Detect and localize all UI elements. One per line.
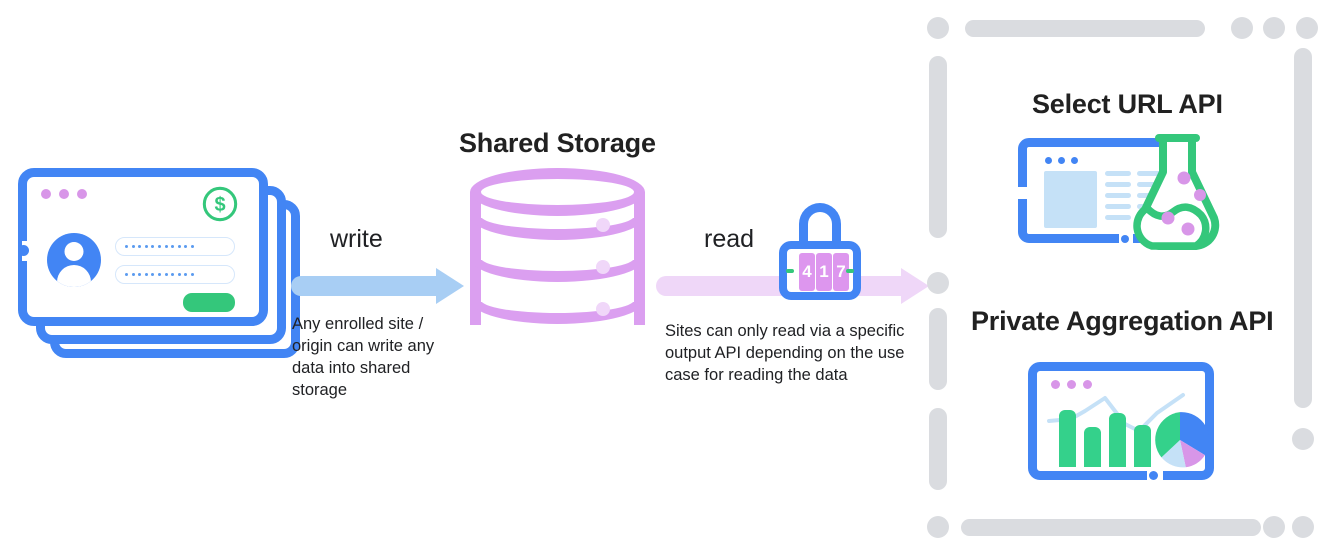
padlock-shackle	[799, 203, 841, 251]
mini-dot-2	[1058, 157, 1065, 164]
panel-border-top-dot-2	[1231, 17, 1253, 39]
write-label-wrapper: write	[330, 225, 383, 254]
select-url-api-title: Select URL API	[1032, 89, 1223, 119]
panel-border-left-dash-2	[929, 308, 947, 390]
svg-text:$: $	[214, 194, 225, 216]
shared-storage-title: Shared Storage	[459, 128, 656, 158]
mini-window-left-gap	[1017, 187, 1029, 199]
panel-border-left-dash-3	[929, 408, 947, 490]
flask-icon	[1133, 134, 1220, 250]
panel-border-top-dot-4	[1296, 17, 1318, 39]
panel-border-bottom-dot-1	[927, 516, 949, 538]
window-dot-3	[77, 189, 87, 199]
panel-border-left-dot	[927, 272, 949, 294]
panel-border-right-dot-1	[1292, 428, 1314, 450]
write-label: write	[330, 225, 383, 253]
text-line-5	[1105, 193, 1131, 198]
content-block	[1044, 171, 1097, 228]
window-dot-1	[41, 189, 51, 199]
write-caption: Any enrolled site / origin can write any…	[292, 315, 435, 400]
pie-chart	[1155, 412, 1209, 468]
text-line-4	[1137, 182, 1163, 187]
panel-border-top-dot-1	[927, 17, 949, 39]
username-field[interactable]	[115, 237, 235, 256]
cylinder-ring-top	[470, 168, 645, 216]
text-line-1	[1105, 171, 1131, 176]
dial-tick-right	[846, 269, 854, 273]
window-traffic-dots	[41, 189, 87, 199]
cylinder-disc-1	[596, 218, 610, 232]
browser-window-with-flask-icon	[1017, 134, 1223, 250]
read-label-wrapper: read	[704, 225, 754, 254]
panel-border-left-dash-1	[929, 56, 947, 238]
bar-3	[1109, 413, 1126, 467]
combination-padlock-icon: 4 1 7	[779, 203, 861, 300]
dial-digit-1: 4	[799, 253, 815, 291]
avatar-body	[57, 265, 91, 287]
panel-border-right-dash	[1294, 48, 1312, 408]
bar-1	[1059, 410, 1076, 467]
chart-window-dots	[1051, 380, 1092, 389]
private-aggregation-api-title: Private Aggregation API	[971, 306, 1274, 336]
window-dot-2	[59, 189, 69, 199]
password-field[interactable]	[115, 265, 235, 284]
mini-dot-1	[1045, 157, 1052, 164]
output-apis-panel	[918, 8, 1323, 546]
chart-dot-1	[1051, 380, 1060, 389]
chart-browser-window	[1028, 362, 1214, 481]
panel-border-bottom-dot-2	[1263, 516, 1285, 538]
mini-dot-3	[1071, 157, 1078, 164]
chart-window-bottom-dot	[1149, 470, 1158, 480]
read-caption: Sites can only read via a specific outpu…	[665, 322, 905, 385]
cylinder-disc-3	[596, 302, 610, 316]
avatar-head	[64, 242, 84, 261]
avatar	[47, 233, 101, 287]
text-line-2	[1137, 171, 1163, 176]
write-arrow	[291, 268, 471, 304]
write-arrow-head	[436, 268, 464, 304]
cylinder-disc-2	[596, 260, 610, 274]
bar-2	[1084, 427, 1101, 467]
bar-4	[1134, 425, 1151, 467]
text-line-3	[1105, 182, 1131, 187]
sign-in-button[interactable]	[183, 293, 235, 312]
chart-dot-3	[1083, 380, 1092, 389]
browser-window-front: $	[18, 168, 268, 326]
window-edge-notch	[18, 241, 32, 261]
dial-digit-2: 1	[816, 253, 832, 291]
chart-dot-2	[1067, 380, 1076, 389]
text-line-7	[1105, 204, 1131, 209]
dollar-coin-icon: $	[202, 186, 238, 222]
read-arrow-head	[901, 268, 929, 304]
panel-border-top-dash	[965, 20, 1205, 37]
enrolled-sites-browser-stack: $	[14, 168, 304, 363]
mini-window-bottom-dot	[1121, 234, 1129, 243]
shared-storage-cylinder	[470, 168, 645, 348]
dashboard-charts-icon	[1028, 362, 1214, 481]
dial-digit-3: 7	[833, 253, 849, 291]
text-line-9	[1105, 215, 1131, 220]
read-label: read	[704, 225, 755, 253]
write-arrow-bar	[291, 276, 438, 296]
padlock-body: 4 1 7	[779, 241, 861, 300]
panel-border-bottom-dash	[961, 519, 1261, 536]
panel-border-top-dot-3	[1263, 17, 1285, 39]
panel-border-right-dot-2	[1292, 516, 1314, 538]
mini-window-dots	[1045, 157, 1078, 164]
dial-tick-left	[786, 269, 794, 273]
